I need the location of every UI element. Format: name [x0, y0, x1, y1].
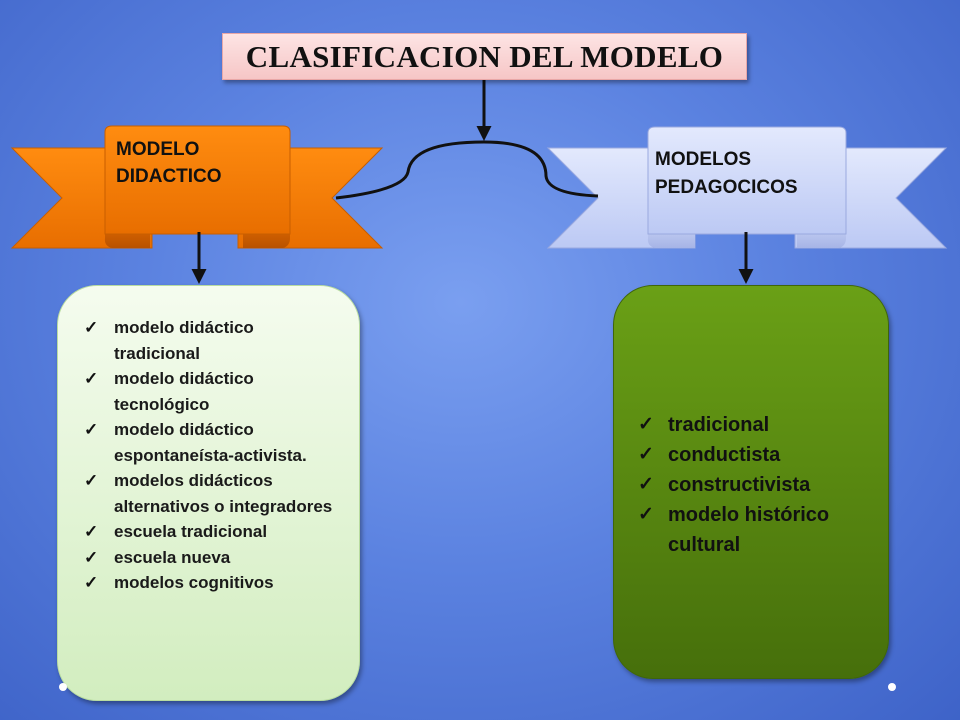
list-item: ✓ constructivista: [638, 470, 874, 500]
left-content-box: [57, 285, 360, 701]
list-item: ✓ modelos didácticos alternativos o integ…: [84, 468, 344, 519]
ribbon-modelos-pedagogicos: [546, 126, 948, 249]
decorative-dot: [888, 683, 896, 691]
check-icon: ✓: [638, 444, 654, 465]
check-icon: ✓: [84, 369, 99, 388]
ribbon-right-label-line1: MODELOS: [655, 149, 752, 170]
connector-arc: [335, 140, 599, 200]
check-icon: ✓: [84, 420, 99, 439]
list-item-text: modelo didáctico espontaneísta-activista…: [114, 420, 307, 465]
check-icon: ✓: [84, 318, 99, 337]
list-item-text: conductista: [668, 444, 781, 466]
ribbon-right-center: [647, 126, 847, 235]
title-box: CLASIFICACION DEL MODELO: [222, 33, 747, 80]
check-icon: ✓: [84, 547, 99, 567]
right-item-list: ✓ tradicional ✓ conductista ✓ constructivis…: [638, 410, 874, 560]
list-item-text: modelos cognitivos: [114, 573, 274, 592]
ribbon-right-label-line2: PEDAGOCICOS: [655, 177, 798, 198]
ribbon-left-label: MODELO DIDACTICO: [116, 136, 286, 190]
left-item-list: ✓ modelo didáctico tradicional ✓ modelo di…: [84, 315, 344, 596]
check-icon: ✓: [84, 573, 99, 592]
list-item: ✓ conductista: [638, 440, 874, 470]
list-item: ✓ tradicional: [638, 410, 874, 440]
list-item-text: constructivista: [668, 474, 811, 496]
ribbon-left-center: [104, 125, 291, 235]
check-icon: ✓: [638, 414, 654, 435]
list-item-text: escuela nueva: [114, 547, 231, 567]
list-item: ✓ modelo didáctico tecnológico: [84, 366, 344, 417]
check-icon: ✓: [84, 522, 99, 541]
list-item-text: tradicional: [668, 414, 770, 436]
list-item: ✓ escuela tradicional: [84, 519, 344, 545]
check-icon: ✓: [84, 471, 99, 490]
decorative-dot: [59, 683, 67, 691]
ribbon-modelo-didactico: [10, 125, 384, 249]
list-item: ✓ modelo didáctico espontaneísta-activist…: [84, 417, 344, 468]
list-item: ✓ modelo histórico cultural: [638, 500, 874, 560]
list-item-text: modelos didácticos alternativos o integr…: [114, 471, 333, 516]
list-item-text: escuela tradicional: [114, 522, 268, 541]
check-icon: ✓: [638, 474, 654, 495]
diagram-title: CLASIFICACION DEL MODELO: [245, 38, 724, 74]
list-item: ✓ modelo didáctico tradicional: [84, 315, 344, 366]
list-item: ✓ modelos cognitivos: [84, 570, 344, 596]
list-item-text: modelo didáctico tecnológico: [114, 369, 254, 414]
list-item-text: modelo histórico cultural: [668, 504, 830, 556]
list-item-text: modelo didáctico tradicional: [114, 318, 254, 363]
ribbon-right-label: MODELOS PEDAGOCICOS: [655, 146, 840, 202]
right-content-box: [613, 285, 889, 679]
list-item: ✓ escuela nueva: [84, 545, 344, 571]
ribbon-left-label-line2: DIDACTICO: [116, 166, 222, 187]
check-icon: ✓: [638, 504, 654, 525]
ribbon-left-label-line1: MODELO: [116, 139, 200, 160]
